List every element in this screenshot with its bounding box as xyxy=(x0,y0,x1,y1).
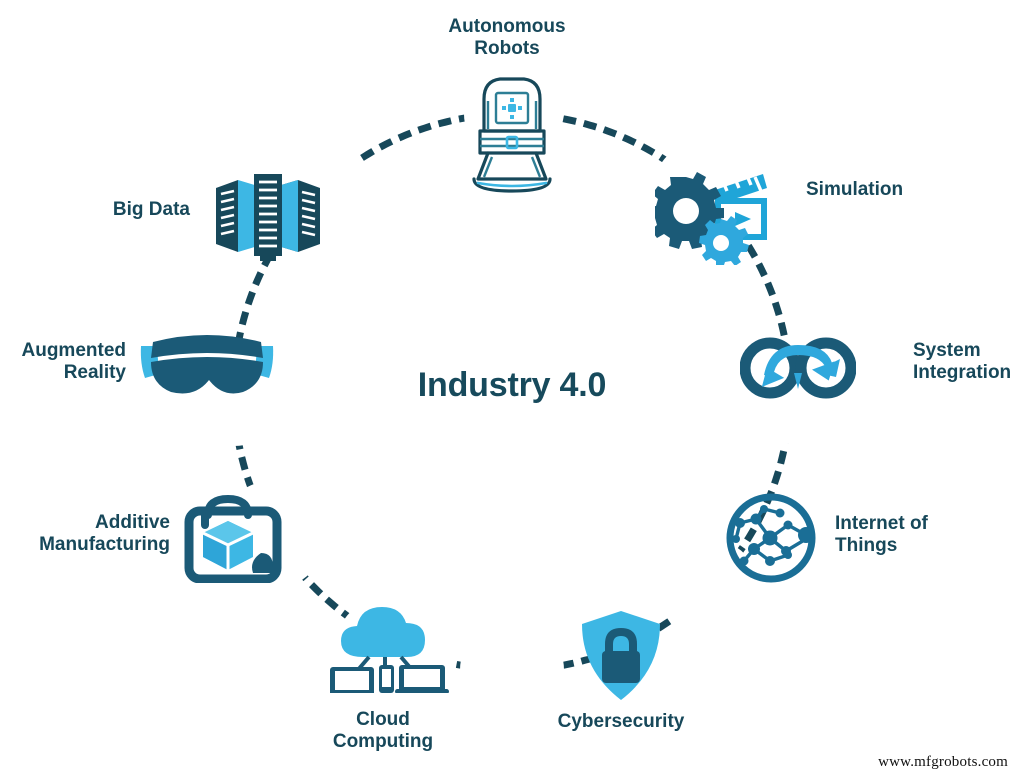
server-racks-icon xyxy=(212,168,324,269)
node-label-big-data: Big Data xyxy=(112,199,190,220)
shield-padlock-icon xyxy=(578,608,664,709)
small-gear-glyph xyxy=(699,216,749,268)
autonomous-robot-icon xyxy=(466,73,558,200)
robot-sensor-glyph xyxy=(502,98,522,119)
smartphone-glyph xyxy=(379,665,394,693)
printer-body-shape xyxy=(184,506,282,584)
server-rack-left xyxy=(216,180,258,252)
linked-rings-arrows-icon xyxy=(739,335,857,406)
watermark-url: www.mfgrobots.com xyxy=(878,754,1008,770)
node-label-internet-of-things: Internet of Things xyxy=(835,513,928,557)
node-label-additive-manufacturing: Additive Manufacturing xyxy=(39,512,170,556)
laptop-glyph xyxy=(395,665,449,694)
printer-base-shape xyxy=(252,553,273,573)
padlock-glyph xyxy=(602,628,640,683)
cloud-shape xyxy=(341,607,425,657)
printed-cube-glyph xyxy=(202,521,254,570)
server-rack-right xyxy=(278,180,320,252)
node-label-simulation: Simulation xyxy=(806,179,904,200)
ar-headset-icon xyxy=(139,324,275,405)
node-label-cloud-computing: Cloud Computing xyxy=(332,709,434,753)
large-gear-glyph xyxy=(647,172,724,249)
headset-visor xyxy=(151,357,263,394)
interlocking-rings-glyph xyxy=(739,337,857,399)
node-label-autonomous-robots: Autonomous Robots xyxy=(448,16,566,60)
node-graph-dots xyxy=(732,505,814,566)
headset-top-band xyxy=(151,335,263,358)
server-rack-center xyxy=(254,174,282,261)
desktop-monitor-glyph xyxy=(330,667,374,699)
node-label-cybersecurity: Cybersecurity xyxy=(557,711,685,732)
page-title: Industry 4.0 xyxy=(417,366,607,404)
node-label-augmented-reality: Augmented Reality xyxy=(21,340,127,384)
3d-printer-cube-icon xyxy=(183,494,283,588)
gears-clapperboard-icon xyxy=(647,160,767,270)
network-nodes-circle-icon xyxy=(722,489,820,592)
node-label-system-integration: System Integration xyxy=(913,340,1012,384)
exchange-arrows-glyph xyxy=(761,345,840,389)
cloud-devices-icon xyxy=(325,601,449,699)
